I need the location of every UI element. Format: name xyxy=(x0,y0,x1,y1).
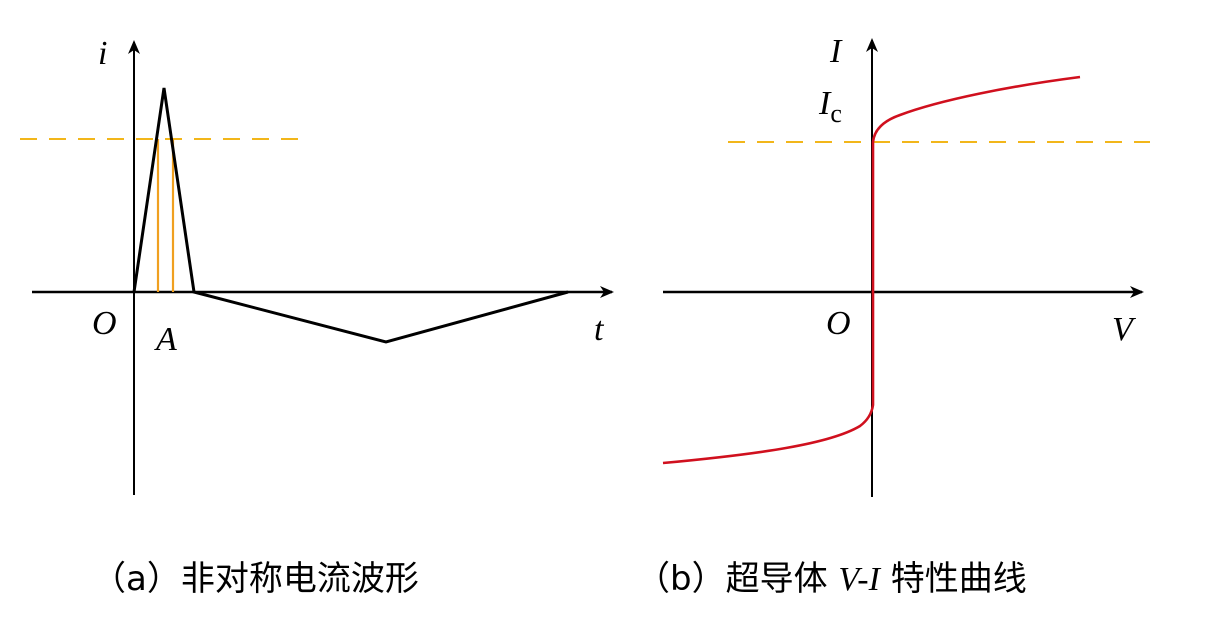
critical-current-label: Ic xyxy=(818,85,842,128)
vi-characteristic-curve xyxy=(662,75,1081,465)
point-label-a: A xyxy=(154,321,177,358)
asymmetric-current-waveform xyxy=(132,87,569,344)
origin-label-b: O xyxy=(826,305,851,342)
caption-a: （a）非对称电流波形 xyxy=(92,559,419,599)
y-axis-label-I: I xyxy=(829,33,843,70)
panel-b: I Ic O V xyxy=(662,33,1150,497)
y-axis-label-i: i xyxy=(98,35,107,72)
x-axis-label-V: V xyxy=(1112,311,1137,348)
origin-label-a: O xyxy=(92,305,117,342)
x-axis-label-t: t xyxy=(594,311,605,348)
panel-a: i t O A xyxy=(20,35,614,495)
caption-b: （b）超导体 V-I 特性曲线 xyxy=(636,559,1027,599)
